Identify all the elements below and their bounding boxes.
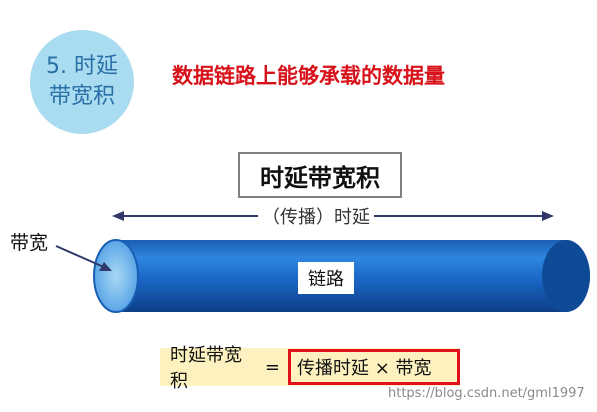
formula-rhs-highlight: 传播时延 × 带宽: [287, 349, 460, 385]
link-label: 链路: [298, 262, 354, 294]
title-box: 时延带宽积: [238, 152, 402, 198]
formula-equals: =: [264, 356, 280, 378]
formula: 时延带宽积 = 传播时延 × 带宽: [160, 345, 460, 392]
pipe-left-end: [93, 239, 139, 313]
pipe-right-end: [542, 240, 590, 312]
subtitle: 数据链路上能够承载的数据量: [172, 63, 445, 88]
bandwidth-pointer: [55, 245, 112, 271]
watermark: https://blog.csdn.net/gml1997: [388, 386, 585, 401]
section-badge: 5. 时延 带宽积: [30, 30, 134, 134]
bandwidth-label: 带宽: [10, 232, 49, 254]
formula-lhs: 时延带宽积: [170, 345, 242, 392]
delay-arrow-label: （传播）时延: [258, 203, 374, 229]
badge-line-2: 带宽积: [48, 84, 115, 109]
badge-line-1: 5. 时延: [46, 54, 118, 79]
